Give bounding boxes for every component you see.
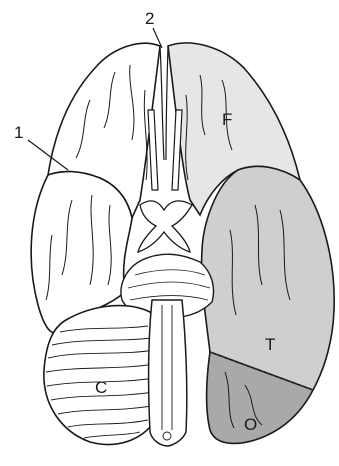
temporal-lobe-label: T (265, 335, 275, 354)
optic-chiasm (138, 201, 192, 252)
cerebellum-label: C (95, 378, 107, 397)
occipital-lobe-label: O (244, 415, 257, 434)
longitudinal-fissure (160, 46, 168, 160)
callout-1-label: 1 (14, 123, 23, 142)
frontal-lobe-label: F (222, 110, 232, 129)
olfactory-tracts (148, 110, 182, 190)
medulla-spinal-cord (149, 300, 187, 446)
callout-2-label: 2 (145, 9, 154, 28)
